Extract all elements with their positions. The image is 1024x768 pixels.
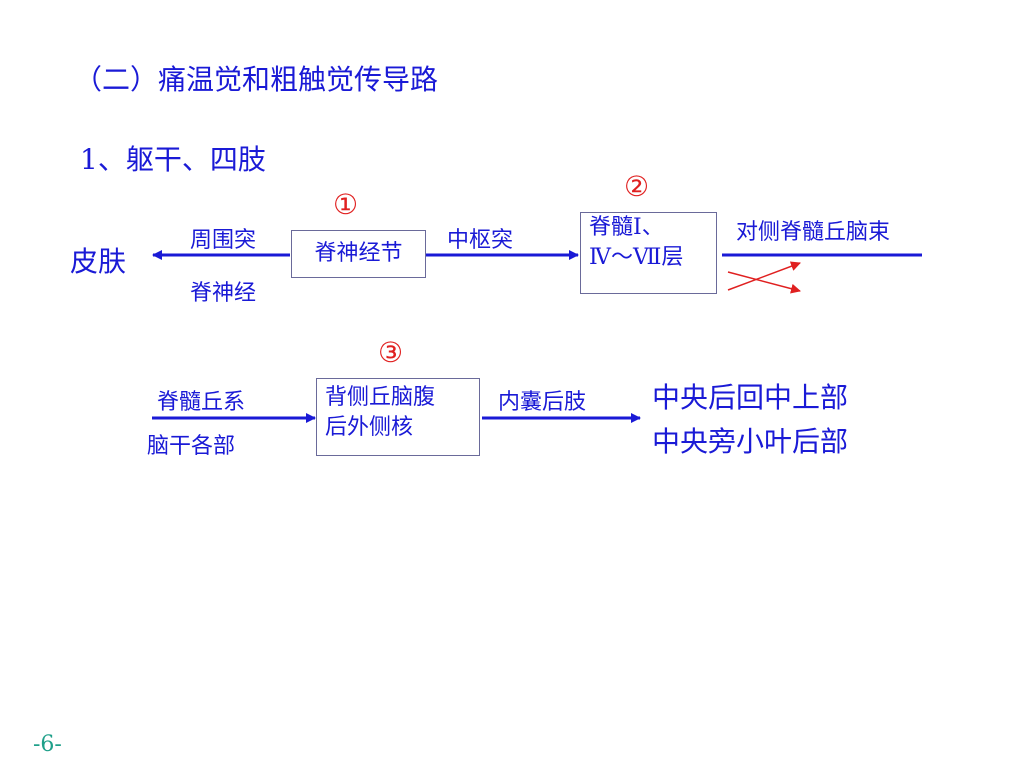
tract-label: 对侧脊髓丘脑束 [736,220,891,245]
section-heading: 1、躯干、四肢 [80,143,266,176]
target-label-1: 中央后回中上部 [652,381,849,414]
marker-1: ① [333,188,359,221]
lemniscus-label: 脊髓丘系 [157,390,246,415]
spinal-cord-box: 脊髓Ⅰ、 Ⅳ～Ⅶ层 [580,212,717,294]
ganglion-label: 脊神经节 [314,241,403,266]
marker-3: ③ [378,336,404,369]
decussation-line-a [727,261,801,291]
brainstem-label: 脑干各部 [147,434,236,459]
internal-capsule-label: 内囊后肢 [498,390,587,415]
central-process-label: 中枢突 [447,228,514,253]
spinal-cord-label-2: Ⅳ～Ⅶ层 [589,245,684,270]
peripheral-process-label: 周围突 [190,228,257,253]
thalamus-label-2: 后外侧核 [325,415,414,440]
marker-2: ② [624,170,650,203]
target-label-2: 中央旁小叶后部 [652,425,849,458]
decussation-line-b [727,271,801,294]
slide-title: （二）痛温觉和粗触觉传导路 [74,63,439,96]
ganglion-box: 脊神经节 [291,230,426,278]
spinal-nerve-label: 脊神经 [190,281,257,306]
thalamus-box: 背侧丘脑腹 后外侧核 [316,378,480,456]
thalamus-label-1: 背侧丘脑腹 [325,385,436,410]
spinal-cord-label-1: 脊髓Ⅰ、 [589,215,664,240]
page-number: -6- [33,732,62,757]
skin-label: 皮肤 [70,245,127,278]
